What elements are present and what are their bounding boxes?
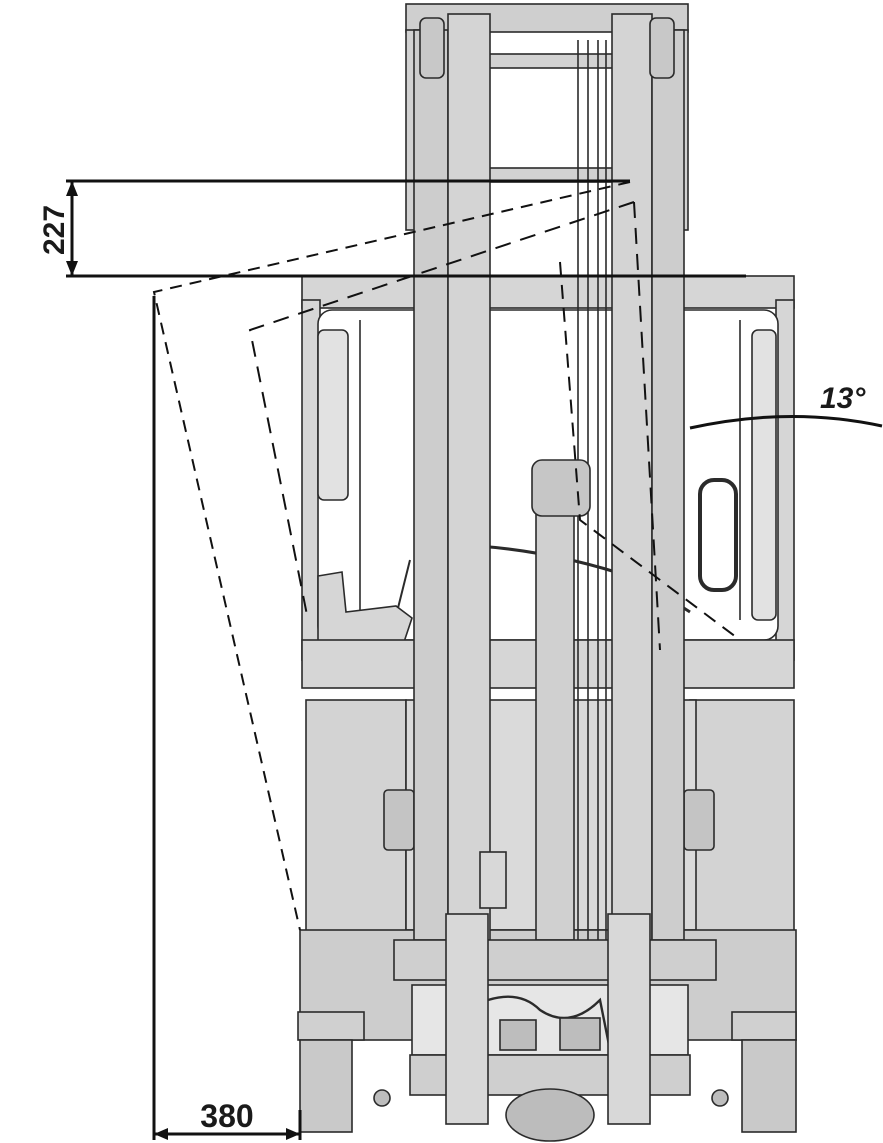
left-foot	[299, 1039, 353, 1133]
mast-rail-right-inner	[611, 13, 653, 941]
cabin-right-window-frame	[751, 329, 777, 621]
right-foot	[741, 1039, 797, 1133]
tilt-inner-dashed	[248, 201, 635, 621]
tilt-mast-dashed	[559, 261, 741, 641]
control-box	[479, 851, 507, 909]
cabin-left-window-frame	[317, 329, 349, 501]
door-handle	[698, 478, 738, 592]
mast-rail-left-inner	[447, 13, 491, 941]
drive-wheel	[505, 1088, 595, 1142]
mast	[393, 3, 717, 1125]
right-step	[731, 1011, 797, 1041]
tilt-angle-arc	[689, 415, 883, 430]
dimension-height	[66, 179, 746, 278]
fork-carriage	[393, 939, 717, 981]
tilt-angle-label: 13°	[820, 382, 866, 415]
mast-rail-right-outer	[651, 29, 685, 941]
side-dimension-label: 380	[200, 1098, 253, 1134]
left-step	[297, 1011, 365, 1041]
fork-left	[445, 913, 489, 1125]
chain-pulley	[531, 459, 591, 517]
tilt-right-dashed	[633, 201, 661, 651]
left-cylinder-block	[383, 789, 415, 851]
cabin-roof	[301, 275, 795, 309]
right-cylinder-block	[683, 789, 715, 851]
mast-upper-crossbar	[483, 53, 625, 69]
tilted-outline	[152, 181, 741, 931]
lift-cylinder	[535, 469, 575, 941]
tilt-outer-dashed	[152, 181, 631, 931]
dimension-side	[152, 296, 302, 1140]
mast-rail-left-outer	[413, 29, 449, 941]
height-dimension-label: 227	[38, 205, 71, 255]
fork-right	[607, 913, 651, 1125]
